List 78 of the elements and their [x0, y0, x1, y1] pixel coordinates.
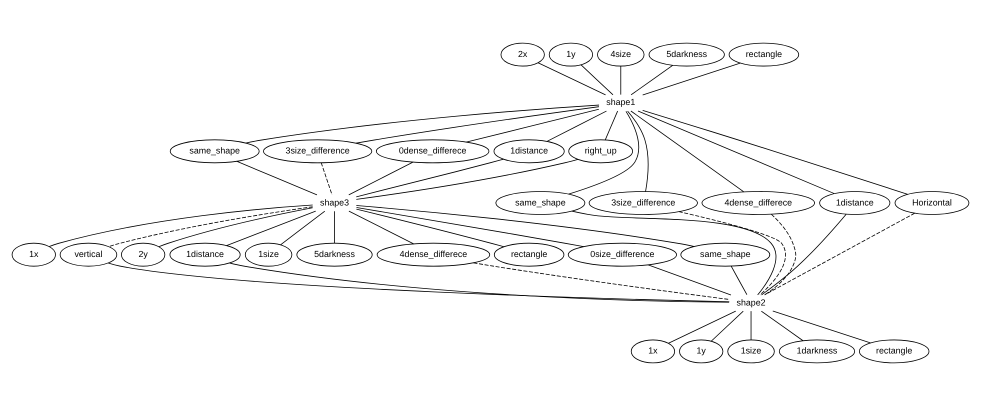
connector — [229, 262, 730, 302]
connector — [226, 210, 316, 246]
connector — [245, 104, 600, 143]
node-ellipse: 1distance — [819, 190, 890, 214]
connector — [356, 106, 600, 144]
connector — [356, 158, 578, 200]
connector — [627, 110, 648, 192]
connector — [764, 213, 796, 295]
node-ellipse: 3size_difference — [588, 190, 698, 214]
node-ellipse: 5darkness — [296, 242, 373, 266]
node-ellipse: 4dense_differece — [376, 242, 490, 266]
node-ellipse: right_up — [568, 138, 633, 163]
connector — [356, 158, 504, 197]
node-ellipse: same_shape — [496, 190, 586, 214]
connector — [761, 213, 847, 295]
node-ellipse: 1distance — [494, 138, 565, 163]
connector — [348, 210, 414, 244]
connector — [678, 210, 786, 295]
node-ellipse: 1x — [630, 339, 676, 363]
node-ellipse: 0dense_differece — [376, 138, 490, 163]
connector — [320, 162, 332, 195]
connector — [630, 110, 744, 192]
node-ellipse: rectangle — [728, 42, 800, 66]
connector — [108, 206, 314, 247]
connector — [356, 208, 504, 247]
node-text: shape1 — [606, 96, 636, 107]
connector — [668, 310, 736, 344]
connector — [473, 262, 730, 300]
connector — [546, 110, 607, 142]
node-ellipse: 1y — [548, 42, 594, 66]
connector — [158, 206, 314, 247]
node-ellipse: 2y — [121, 242, 166, 266]
node-ellipse: 1x — [12, 242, 56, 266]
node-ellipse: 1size — [244, 242, 292, 266]
connector — [750, 310, 752, 340]
node-ellipse: same_shape — [680, 242, 770, 266]
connector — [604, 110, 618, 140]
node-ellipse: 1darkness — [778, 339, 856, 363]
connector — [48, 204, 314, 246]
connector — [647, 264, 732, 295]
connector — [334, 210, 335, 244]
node-ellipse: 4size — [597, 42, 644, 66]
connector — [348, 161, 414, 195]
node-ellipse: vertical — [60, 242, 118, 266]
connector — [236, 160, 318, 195]
connector — [568, 110, 640, 194]
node-ellipse: 1y — [679, 339, 724, 363]
connector — [730, 265, 748, 295]
connector — [280, 210, 326, 245]
connector — [772, 310, 872, 343]
node-ellipse: 1size — [727, 339, 775, 363]
connector — [538, 62, 606, 95]
node-ellipse: 0size_difference — [568, 242, 677, 266]
node-ellipse: 4dense_differece — [702, 190, 815, 214]
connector — [764, 212, 916, 295]
connector — [710, 310, 744, 342]
connector — [466, 108, 600, 142]
node-ellipse: 5darkness — [648, 42, 725, 66]
connector — [356, 206, 584, 247]
connector — [638, 110, 835, 194]
node-text: shape3 — [320, 196, 350, 207]
node-ellipse: rectangle — [494, 242, 564, 266]
node-ellipse: 1distance — [170, 242, 241, 266]
connector — [630, 64, 674, 95]
node-ellipse: rectangle — [858, 339, 930, 363]
connector — [356, 204, 695, 246]
node-ellipse: Horizontal — [894, 190, 970, 214]
connector — [108, 262, 730, 302]
node-text: shape2 — [736, 296, 766, 307]
connector — [760, 310, 804, 341]
connector — [642, 110, 908, 194]
node-ellipse: same_shape — [170, 138, 260, 163]
node-ellipse: 2x — [500, 42, 545, 66]
node-ellipse: 3size_difference — [263, 138, 372, 163]
connector — [620, 65, 622, 95]
connector — [642, 62, 741, 95]
connector — [571, 210, 776, 295]
connector — [580, 64, 614, 95]
